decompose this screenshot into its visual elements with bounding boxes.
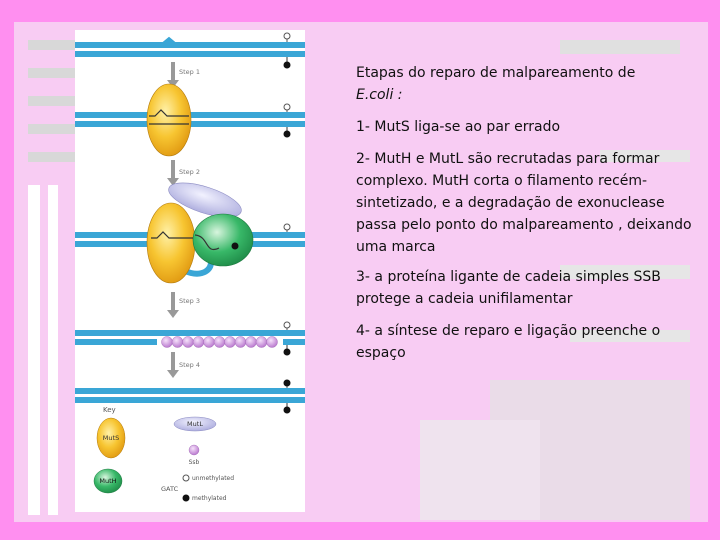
step1-arrow (167, 62, 179, 88)
muts-key-label: MutS (103, 434, 119, 442)
key-title: Key (103, 406, 116, 414)
step4-arrow (167, 352, 179, 378)
methylated-key-label: methylated (192, 495, 227, 502)
dna-duplex-step3 (75, 321, 305, 356)
repair-complex-step2 (75, 182, 305, 284)
mutl-key-symbol (173, 416, 217, 432)
muts-protein-complex (146, 202, 196, 284)
step1-description: 1- MutS liga-se ao par errado (356, 119, 561, 135)
unmethylated-key-label: unmethylated (192, 475, 234, 482)
step4-description: 4- a síntese de reparo e ligação preench… (356, 323, 661, 361)
step4-label: Step 4 (179, 361, 200, 369)
step2-arrow (167, 160, 179, 186)
methylated-key-symbol (182, 494, 190, 502)
step3-arrow (167, 292, 179, 318)
step1-label: Step 1 (179, 68, 200, 76)
step3-label: Step 3 (179, 297, 200, 305)
mutl-protein-complex (168, 182, 242, 218)
step2-label: Step 2 (179, 168, 200, 176)
muts-key-symbol (96, 417, 126, 459)
muth-key-label: MutH (99, 477, 116, 485)
step3-description: 3- a proteína ligante de cadeia simples … (356, 269, 661, 307)
dna-duplex-repaired (75, 379, 305, 414)
step2-description: 2- MutH e MutL são recrutadas para forma… (356, 151, 692, 255)
muth-key-symbol (93, 468, 123, 494)
ssb-key-symbol (188, 444, 200, 456)
muth-protein-complex (192, 213, 254, 267)
ssb-key-label: Ssb (189, 459, 200, 466)
mutl-key-label: MutL (187, 420, 203, 428)
dna-duplex-initial (75, 32, 305, 69)
muts-protein-step1 (146, 83, 192, 157)
title-line-1: Etapas do reparo de malpareamento de (356, 65, 636, 81)
unmethylated-key-symbol (182, 474, 190, 482)
gatc-key-label: GATC (161, 485, 179, 493)
mismatch-repair-diagram: Step 1 Step 2 Step 3 (75, 30, 305, 512)
title-line-2: E.coli : (356, 87, 403, 103)
diagram-key: Key MutS MutH MutL Ssb unmethylated GATC… (93, 406, 234, 502)
ssb-protein-chain (161, 336, 278, 348)
